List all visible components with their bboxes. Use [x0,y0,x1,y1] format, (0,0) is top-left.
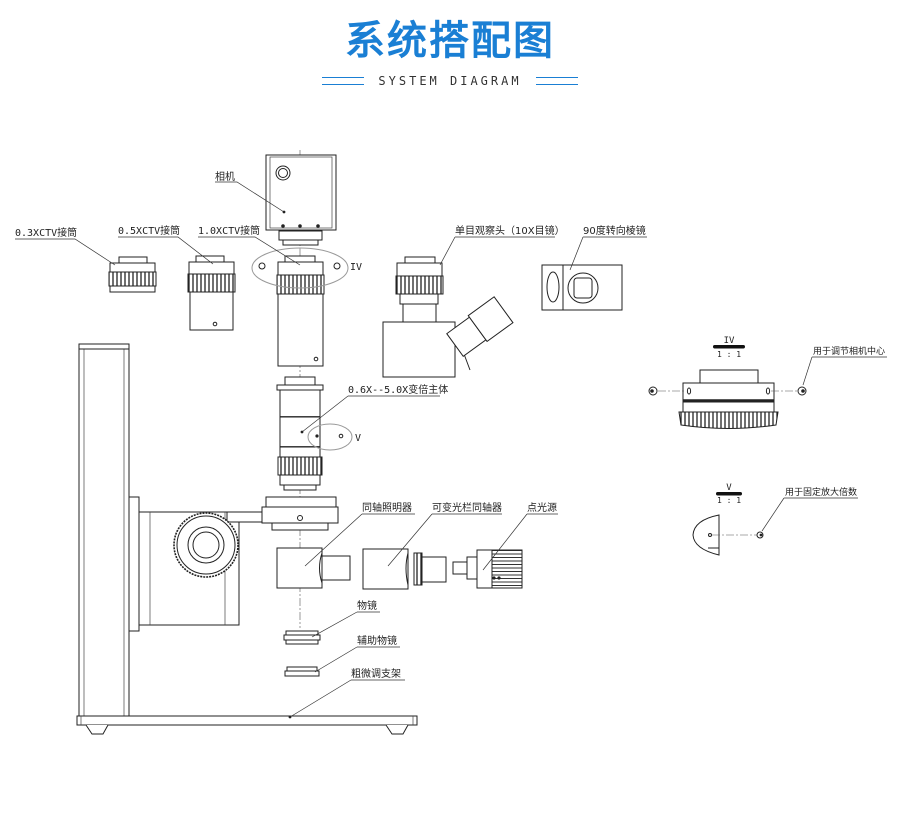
callout-iv-ellipse [251,247,349,289]
label-aux-objective: 辅助物镜 [357,634,397,647]
label-prism-90: 90度转向棱镜 [583,224,646,237]
variable-iris-coaxial [362,548,447,590]
monocular-head [382,256,514,378]
decor-lines-left [322,77,365,85]
ctv-0.5x-adapter [187,255,236,331]
detail-v-mark: V [726,483,732,493]
detail-iv: IV 1 : 1 用于调节相机中心 [648,336,887,429]
point-light-source [452,549,523,589]
callout-v-label: V [355,433,361,444]
camera [265,154,337,246]
label-ctv-1.0x: 1.0XCTV接筒 [198,224,260,237]
detail-iv-note: 用于调节相机中心 [813,345,885,357]
coaxial-illuminator [276,547,351,589]
label-ctv-0.3x: 0.3XCTV接筒 [15,226,77,239]
ctv-0.3x-adapter [108,256,157,293]
zoom-body [276,376,324,491]
subtitle-row: SYSTEM DIAGRAM [0,74,900,88]
callout-iv-label: IV [350,262,362,273]
label-camera: 相机 [215,170,235,183]
label-stand: 粗微调支架 [351,667,401,680]
label-monocular-head: 单目观察头（10X目镜） [455,224,565,237]
detail-iv-mark: IV [724,336,735,346]
screw-left [258,262,266,270]
screw-dot [315,434,319,438]
prism-90-degree [541,264,623,311]
screw-right [333,262,341,270]
decor-lines-right [535,77,578,85]
detail-v-note: 用于固定放大倍数 [785,486,857,498]
label-variable-iris: 可变光栏同轴器 [432,501,502,514]
label-coaxial-illuminator: 同轴照明器 [362,501,412,514]
objective-lens [283,630,321,645]
auxiliary-objective-lens [284,666,320,677]
screw-dot [338,433,344,439]
label-objective: 物镜 [357,599,377,612]
label-ctv-0.5x: 0.5XCTV接筒 [118,224,180,237]
detail-v: V 1 : 1 用于固定放大倍数 [692,483,858,556]
page-subtitle: SYSTEM DIAGRAM [378,74,522,88]
detail-v-scale: 1 : 1 [717,496,741,505]
ctv-1.0x-adapter [276,255,325,367]
leader-lines [15,181,647,719]
page-title: 系统搭配图 [345,18,555,64]
coarse-fine-stand [76,343,418,735]
detail-iv-scale: 1 : 1 [717,350,741,359]
label-point-source: 点光源 [527,501,557,514]
label-zoom-body: 0.6X--5.0X变倍主体 [348,383,448,396]
callout-v-ellipse [307,423,353,451]
